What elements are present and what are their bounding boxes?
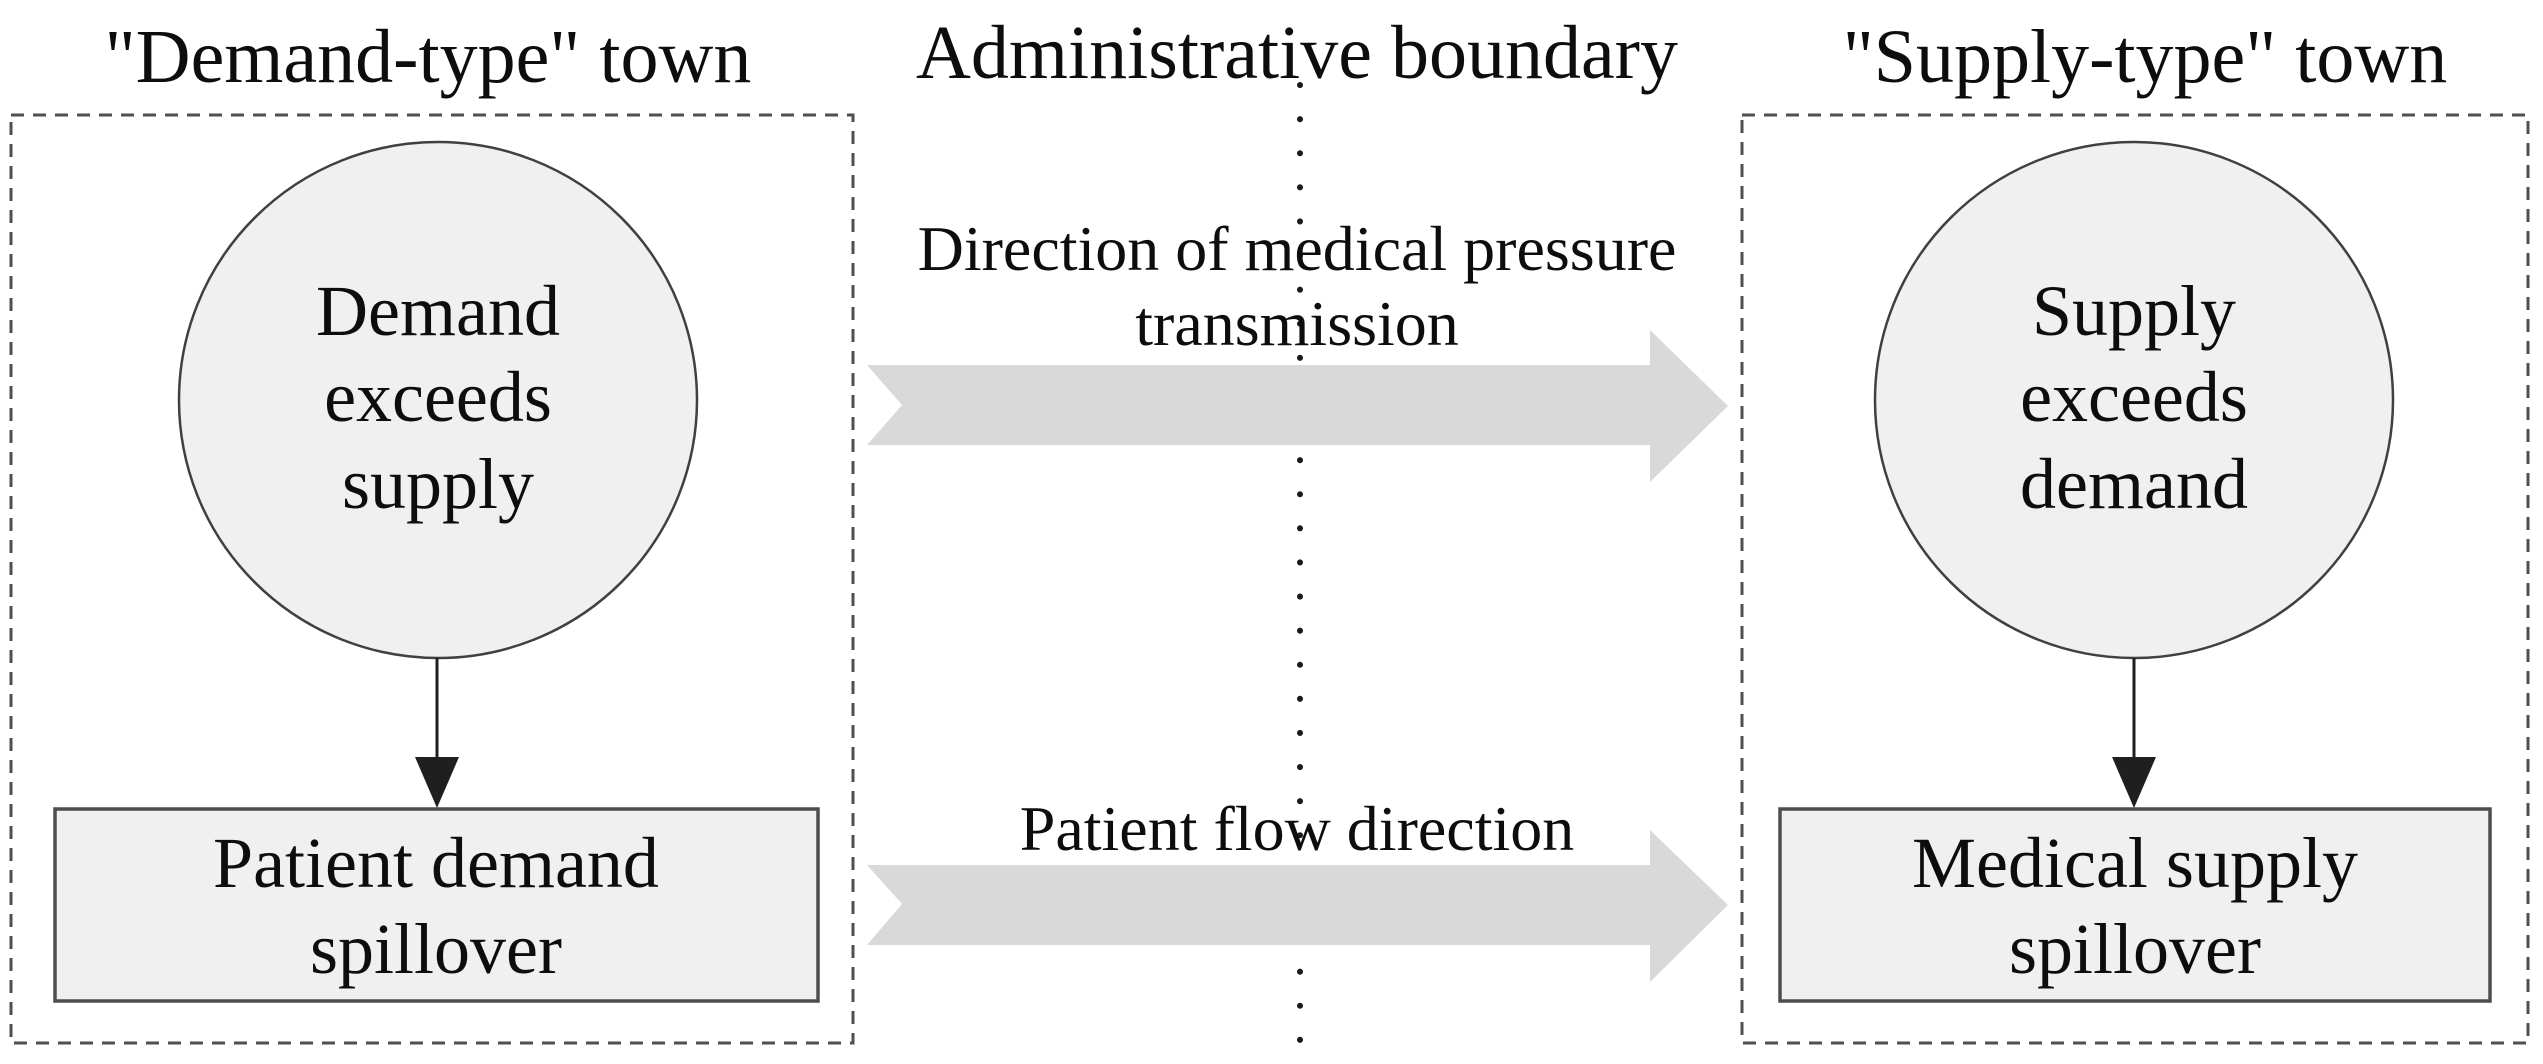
patient-demand-spillover-text: Patient demand spillover [213, 823, 659, 990]
supply-connector-arrowhead-icon [2112, 757, 2156, 808]
medical-supply-spillover-text: Medical supply spillover [1912, 823, 2358, 990]
demand-circle-text: Demand exceeds supply [316, 271, 560, 524]
patient-flow-arrow [867, 830, 1728, 982]
demand-town-title: "Demand-type" town [104, 15, 752, 99]
patient-demand-spillover-rect [53, 807, 820, 1003]
medical-supply-spillover-rect [1778, 807, 2492, 1003]
demand-town-dashed-box [9, 113, 855, 1045]
supply-town-title: "Supply-type" town [1842, 15, 2448, 99]
demand-connector-arrowhead-icon [415, 757, 459, 808]
supply-circle-text: Supply exceeds demand [2020, 271, 2248, 524]
patient-flow-label: Patient flow direction [1019, 793, 1575, 864]
administrative-boundary-label: Administrative boundary [916, 11, 1678, 95]
pressure-transmission-label: Direction of medical pressure transmissi… [917, 213, 1677, 359]
pressure-transmission-arrow [867, 330, 1728, 482]
